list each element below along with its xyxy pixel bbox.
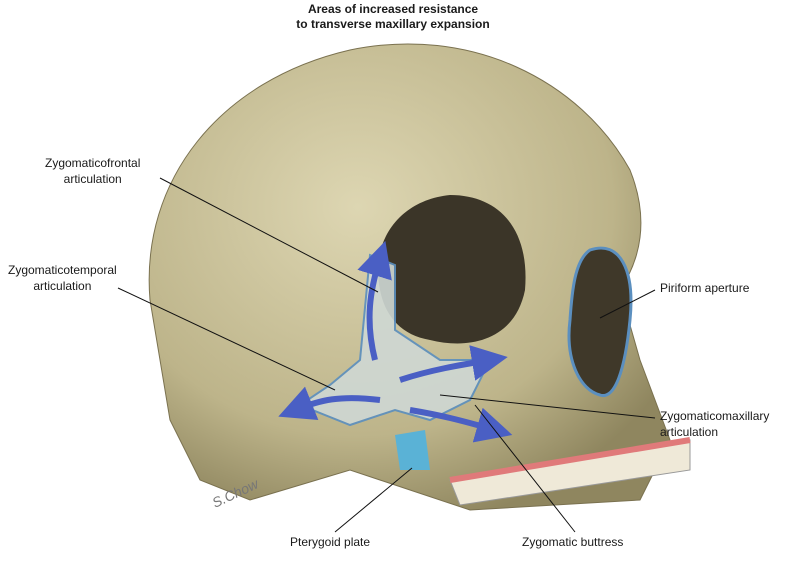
zygomatic-area: [297, 253, 492, 427]
label-line: Piriform aperture: [660, 281, 750, 295]
label-piriform: Piriform aperture: [660, 280, 749, 296]
label-line: articulation: [660, 425, 719, 439]
label-line: Pterygoid plate: [290, 535, 371, 549]
label-buttress: Zygomatic buttress: [522, 534, 623, 550]
label-line: Zygomaticomaxillary: [660, 409, 770, 423]
label-line: Zygomaticotemporal: [8, 263, 117, 277]
label-line: Zygomaticofrontal: [45, 156, 141, 170]
label-line: Zygomatic buttress: [522, 535, 624, 549]
label-line: articulation: [63, 172, 122, 186]
label-line: articulation: [33, 279, 92, 293]
label-zygomaticomaxillary: Zygomaticomaxillary articulation: [660, 408, 769, 440]
label-zygomaticofrontal: Zygomaticofrontal articulation: [45, 155, 140, 187]
orbit: [378, 195, 526, 344]
label-zygomaticotemporal: Zygomaticotemporal articulation: [8, 262, 117, 294]
gumline: [449, 437, 691, 483]
figure-title: Areas of increased resistance to transve…: [0, 2, 786, 32]
piriform-aperture: [567, 246, 633, 397]
leader-lines: [117, 177, 656, 533]
title-line-2: to transverse maxillary expansion: [296, 17, 490, 31]
expansion-arrows: [278, 240, 513, 443]
title-line-1: Areas of increased resistance: [307, 2, 479, 16]
pterygoid-plate: [395, 430, 430, 470]
label-pterygoid: Pterygoid plate: [290, 534, 370, 550]
